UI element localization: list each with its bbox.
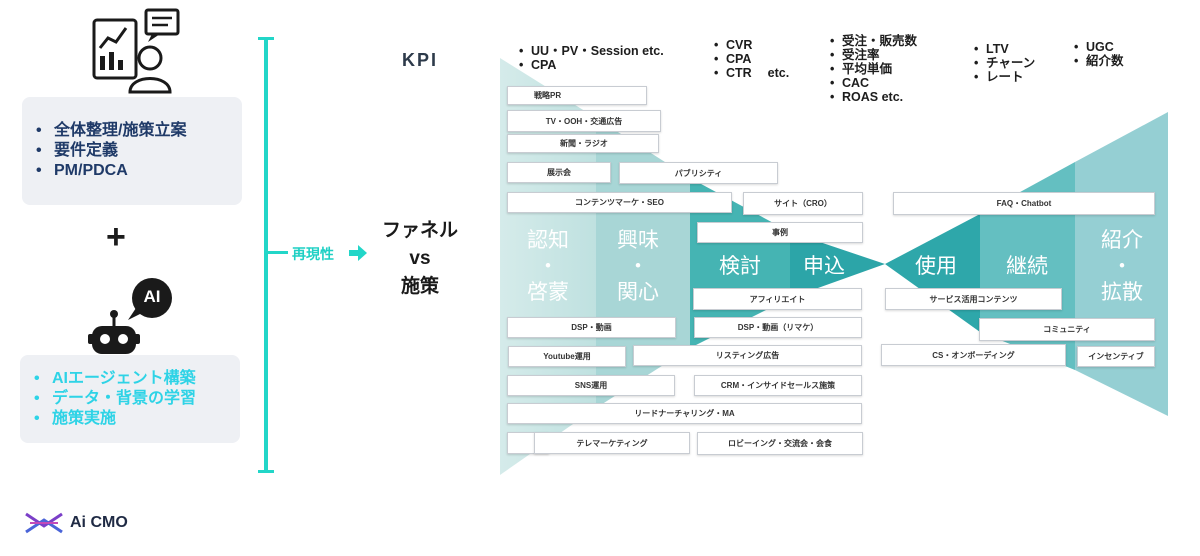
- kpi-item: LTV: [972, 42, 1035, 56]
- role-card-human: 全体整理/施策立案 要件定義 PM/PDCA: [22, 97, 242, 205]
- tactic-box: コミュニティ: [979, 318, 1155, 341]
- center-line-2: vs: [409, 248, 431, 269]
- kpi-item: チャーン: [972, 56, 1035, 70]
- stage-text: 啓蒙: [527, 281, 569, 304]
- ai-cmo-logo-text: Ai CMO: [70, 514, 128, 531]
- role-card-ai: AIエージェント構築 データ・背景の学習 施策実施: [20, 355, 240, 443]
- role-item: 施策実施: [20, 409, 240, 429]
- kpi-item: UU・PV・Session etc.: [517, 44, 664, 58]
- tactic-box: 戦略PR: [507, 86, 647, 105]
- tactic-box: 展示会: [507, 162, 611, 183]
- tactic-box: 事例: [697, 222, 863, 243]
- stage-awareness: 認知 ・ 啓蒙: [518, 228, 578, 306]
- bracket-cap-top: [258, 37, 274, 40]
- kpi-group-use: LTV チャーン レート: [972, 42, 1035, 84]
- tactic-box: コンテンツマーケ・SEO: [507, 192, 732, 213]
- center-line-1: ファネル: [381, 220, 458, 241]
- tactic-box: サイト（CRO）: [743, 192, 863, 215]
- kpi-group-apply: 受注・販売数 受注率 平均単価 CAC ROAS etc.: [828, 34, 917, 104]
- tactic-box: アフィリエイト: [693, 288, 862, 310]
- tactic-box: インセンティブ: [1077, 346, 1155, 367]
- center-line-3: 施策: [400, 276, 439, 297]
- kpi-title: KPI: [402, 50, 439, 70]
- stage-text: 認知: [527, 229, 569, 252]
- ai-cmo-logo-icon: [25, 512, 63, 534]
- kpi-item: ROAS etc.: [828, 90, 917, 104]
- kpi-item: CPA: [517, 58, 664, 72]
- tactic-box: パブリシティ: [619, 162, 778, 184]
- role-item: 要件定義: [22, 141, 242, 161]
- kpi-group-referral: UGC 紹介数: [1072, 40, 1124, 68]
- stage-text: ・: [1111, 255, 1133, 278]
- stage-text: 興味: [617, 229, 659, 252]
- kpi-item: UGC: [1072, 40, 1124, 54]
- tactic-box: リードナーチャリング・MA: [507, 403, 862, 424]
- kpi-item: CVR: [712, 38, 789, 52]
- kpi-item: 平均単価: [828, 62, 917, 76]
- funnel-segment-apply: [790, 232, 885, 298]
- tactic-box: DSP・動画（リマケ）: [694, 317, 862, 338]
- tactic-box: サービス活用コンテンツ: [885, 288, 1062, 310]
- role-item: データ・背景の学習: [20, 389, 240, 409]
- reproducibility-label: 再現性: [292, 246, 334, 262]
- bracket-cap-bottom: [258, 470, 274, 473]
- tactic-box: テレマーケティング: [534, 432, 690, 454]
- kpi-item: CTR etc.: [712, 66, 789, 80]
- tactic-box: FAQ・Chatbot: [893, 192, 1155, 215]
- stage-continue: 継続: [1006, 255, 1048, 278]
- plus-sign: +: [106, 218, 126, 256]
- kpi-item: 受注率: [828, 48, 917, 62]
- stage-referral: 紹介 ・ 拡散: [1092, 228, 1152, 306]
- tactic-box: CS・オンボーディング: [881, 344, 1066, 366]
- tactic-box: Youtube運用: [508, 346, 626, 367]
- stage-interest: 興味 ・ 関心: [608, 228, 668, 306]
- funnel-vs-tactics-label: ファネル vs 施策: [374, 217, 466, 301]
- tactic-box: CRM・インサイドセールス施策: [694, 375, 862, 396]
- stage-apply: 申込: [803, 255, 845, 278]
- bracket-line: [264, 38, 268, 472]
- tactic-box: ロビーイング・交流会・会食: [697, 432, 863, 455]
- tactic-box: DSP・動画: [507, 317, 676, 338]
- ai-badge-label: AI: [143, 287, 161, 306]
- role-item: AIエージェント構築: [20, 369, 240, 389]
- kpi-item: CPA: [712, 52, 789, 66]
- bracket-tick: [266, 251, 288, 254]
- analyst-icon: [92, 8, 180, 94]
- tactic-box: TV・OOH・交通広告: [507, 110, 661, 132]
- stage-use: 使用: [915, 255, 957, 278]
- kpi-group-consider: CVR CPA CTR etc.: [712, 38, 789, 80]
- kpi-item: 受注・販売数: [828, 34, 917, 48]
- role-item: 全体整理/施策立案: [22, 121, 242, 141]
- stage-consider: 検討: [719, 255, 761, 278]
- stage-text: 紹介: [1101, 229, 1143, 252]
- arrow-right-icon: [349, 245, 367, 261]
- stage-text: 拡散: [1101, 281, 1143, 304]
- role-item: PM/PDCA: [22, 161, 242, 181]
- kpi-item: CAC: [828, 76, 917, 90]
- stage-text: 関心: [617, 281, 659, 304]
- tactic-box: 新聞・ラジオ: [507, 134, 659, 153]
- tactic-box: リスティング広告: [633, 345, 862, 366]
- kpi-item: 紹介数: [1072, 54, 1124, 68]
- stage-text: ・: [537, 255, 559, 278]
- kpi-group-awareness: UU・PV・Session etc. CPA: [517, 44, 664, 72]
- tactic-box: SNS運用: [507, 375, 675, 396]
- stage-text: ・: [627, 255, 649, 278]
- robot-icon: AI: [86, 276, 178, 358]
- kpi-item: レート: [972, 70, 1035, 84]
